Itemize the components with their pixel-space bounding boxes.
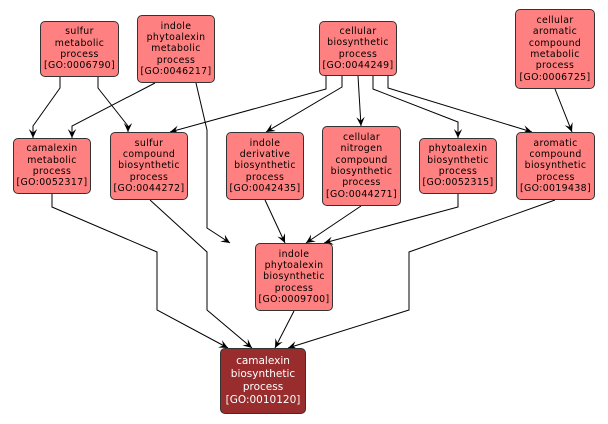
edge-line <box>287 199 556 349</box>
edge-GO0006725-to-GO0019438 <box>554 88 573 133</box>
edge-GO0044272-to-GO0010120 <box>149 199 253 349</box>
node-go-id: [GO:0046217] <box>140 65 212 77</box>
arrowhead-icon <box>28 129 38 138</box>
node-go-id: [GO:0044249] <box>322 59 394 71</box>
edge-GO0052317-to-GO0010120 <box>51 194 229 349</box>
arrowhead-icon <box>170 125 180 134</box>
edge-line <box>274 310 295 349</box>
arrowhead-icon <box>242 339 252 348</box>
edge-GO0046217-to-GO0052317 <box>67 82 156 138</box>
edge-line <box>554 88 573 133</box>
arrowhead-icon <box>67 129 77 138</box>
edge-line <box>357 75 362 127</box>
edge-line <box>149 199 253 349</box>
node-phytoalexin-biosynthetic-process[interactable]: phytoalexin biosynthetic process [GO:005… <box>419 138 497 194</box>
node-go-id: [GO:0044271] <box>326 188 397 200</box>
edge-line <box>195 82 231 244</box>
edge-GO0044249-to-GO0044272 <box>169 76 327 134</box>
edge-line <box>169 76 327 133</box>
node-go-id: [GO:0019438] <box>520 182 591 194</box>
node-go-id: [GO:0052315] <box>422 177 494 189</box>
edge-GO0046217-to-GO0009700 <box>195 82 231 244</box>
edge-line <box>51 194 229 349</box>
node-label: camalexin biosynthetic process <box>230 355 296 393</box>
arrowhead-icon <box>220 234 230 243</box>
node-indole-derivative-biosynthetic-process[interactable]: indole derivative biosynthetic process [… <box>226 132 304 200</box>
arrowhead-icon <box>277 233 285 243</box>
edge-line <box>264 199 286 244</box>
arrowhead-icon <box>123 123 133 132</box>
arrowhead-icon <box>522 125 532 134</box>
arrowhead-icon <box>564 122 573 132</box>
edge-line <box>387 76 533 133</box>
node-label: cellular aromatic compound metabolic pro… <box>528 15 582 72</box>
edge-line <box>305 205 362 244</box>
node-label: aromatic compound biosynthetic process <box>524 137 587 183</box>
arrowhead-icon <box>266 123 276 132</box>
node-label: phytoalexin biosynthetic process <box>427 143 489 177</box>
node-label: indole phytoalexin metabolic process <box>146 20 206 66</box>
edge-line <box>265 76 343 133</box>
edge-GO0009700-to-GO0010120 <box>274 310 295 349</box>
node-go-id: [GO:0006790] <box>44 60 115 72</box>
node-go-id: [GO:0009700] <box>258 293 330 305</box>
edge-GO0044249-to-GO0052315 <box>372 76 463 138</box>
node-label: camalexin metabolic process <box>26 143 78 177</box>
edge-GO0019438-to-GO0010120 <box>287 199 556 350</box>
node-aromatic-compound-biosynthetic-process[interactable]: aromatic compound biosynthetic process [… <box>516 132 595 200</box>
node-label: sulfur metabolic process <box>54 26 105 60</box>
node-go-id: [GO:0010120] <box>225 394 301 406</box>
node-label: cellular biosynthetic process <box>327 25 389 60</box>
node-cellular-nitrogen-compound-biosynthetic-process[interactable]: cellular nitrogen compound biosynthetic … <box>322 126 401 206</box>
arrowhead-icon <box>288 341 298 350</box>
node-go-id: [GO:0052317] <box>16 177 88 189</box>
node-label: sulfur compound biosynthetic process <box>118 137 180 183</box>
arrowhead-icon <box>306 234 316 243</box>
arrowhead-icon <box>356 116 365 126</box>
edge-GO0044249-to-GO0019438 <box>387 76 533 134</box>
node-sulfur-metabolic-process[interactable]: sulfur metabolic process [GO:0006790] <box>40 21 119 77</box>
edge-line <box>372 76 459 138</box>
node-camalexin-metabolic-process[interactable]: camalexin metabolic process [GO:0052317] <box>13 138 91 194</box>
node-go-id: [GO:0006725] <box>519 71 591 83</box>
arrowhead-icon <box>453 129 463 138</box>
arrowhead-icon <box>218 340 228 348</box>
edge-line <box>71 82 156 138</box>
arrowhead-icon <box>275 338 283 348</box>
edge-GO0044249-to-GO0042435 <box>265 76 343 133</box>
node-label: cellular nitrogen compound biosynthetic … <box>330 132 393 189</box>
edge-GO0006790-to-GO0044272 <box>97 77 133 132</box>
edge-GO0044271-to-GO0009700 <box>305 205 362 244</box>
node-sulfur-compound-biosynthetic-process[interactable]: sulfur compound biosynthetic process [GO… <box>110 132 188 200</box>
node-camalexin-biosynthetic-process[interactable]: camalexin biosynthetic process [GO:00101… <box>220 348 306 414</box>
edge-line <box>323 194 459 244</box>
node-go-id: [GO:0042435] <box>229 182 301 194</box>
edge-GO0052315-to-GO0009700 <box>323 194 459 245</box>
arrowhead-icon <box>324 236 334 245</box>
node-cellular-biosynthetic-process[interactable]: cellular biosynthetic process [GO:004424… <box>319 21 397 76</box>
edge-line <box>32 77 61 138</box>
edge-GO0042435-to-GO0009700 <box>264 199 286 244</box>
node-label: indole phytoalexin biosynthetic process <box>263 248 325 294</box>
edge-GO0044249-to-GO0044271 <box>356 75 365 127</box>
node-label: indole derivative biosynthetic process <box>234 137 296 183</box>
node-indole-phytoalexin-biosynthetic-process[interactable]: indole phytoalexin biosynthetic process … <box>255 243 333 311</box>
node-cellular-aromatic-compound-metabolic-process[interactable]: cellular aromatic compound metabolic pro… <box>515 9 595 89</box>
edge-GO0006790-to-GO0052317 <box>28 77 61 138</box>
node-go-id: [GO:0044272] <box>113 182 185 194</box>
node-indole-phytoalexin-metabolic-process[interactable]: indole phytoalexin metabolic process [GO… <box>137 15 215 83</box>
